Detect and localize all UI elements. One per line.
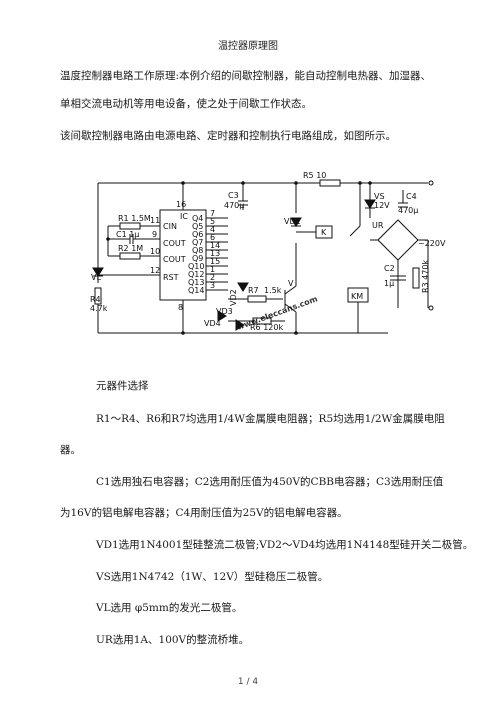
label-pin11: 11 [150, 216, 160, 225]
label-vd1: VD1 [284, 217, 301, 226]
label-c4: C4 [406, 192, 417, 201]
label-q10: Q10 [188, 262, 204, 271]
label-cout-2: COUT [163, 255, 186, 264]
label-vd2: VD2 [229, 289, 238, 306]
capacitor-line-1: C1选用独石电容器；C2选用耐压值为450V的CBB电容器；C3选用耐压值 [96, 476, 444, 488]
page-number: 1 / 4 [237, 677, 259, 687]
pin-13: 13 [210, 249, 220, 258]
label-r7-value: 1.5k [264, 286, 282, 295]
label-c1: C1 1μ [116, 230, 139, 239]
resistor-line-2: 器。 [60, 444, 81, 456]
label-c2: C2 [384, 264, 395, 273]
label-r7: R7 [248, 286, 259, 295]
label-vd3: VD3 [216, 307, 233, 316]
label-pin12: 12 [150, 266, 160, 275]
intro-line-1: 温度控制器电路工作原理:本例介绍的间歇控制器，能自动控制电热器、加湿器、 [60, 70, 432, 82]
label-ic: IC [180, 212, 188, 221]
page-title: 温控器原理图 [218, 41, 278, 52]
label-q5: Q5 [192, 222, 203, 231]
label-v: V [288, 279, 294, 288]
circuit-description: 该间歇控制器电路由电源电路、定时器和控制执行电路组成，如图所示。 [60, 130, 396, 142]
zener-line: VS选用1N4742（1W、12V）型硅稳压二极管。 [96, 571, 329, 583]
pin-7: 7 [210, 209, 215, 218]
label-vd4: VD4 [204, 319, 221, 328]
label-q4: Q4 [192, 214, 203, 223]
circuit-diagram: R5 10 C3 470μ IC 16 R1 1.5M 11 CIN C1 1μ… [90, 171, 446, 335]
label-q12: Q12 [188, 270, 204, 279]
pin-2: 2 [210, 273, 215, 282]
section-heading: 元器件选择 [96, 380, 149, 392]
pin-4: 4 [210, 225, 215, 234]
pin-15: 15 [210, 257, 220, 266]
label-r3: R3 470k [421, 260, 430, 293]
label-c3: C3 [228, 191, 239, 200]
label-q8: Q8 [192, 246, 203, 255]
label-ac-220v: ~220V [418, 239, 446, 248]
label-k: K [321, 228, 327, 237]
label-q14: Q14 [188, 286, 204, 295]
label-cin: CIN [163, 222, 177, 231]
label-q9: Q9 [192, 254, 203, 263]
label-r1: R1 1.5M [118, 214, 151, 223]
label-c4-value: 470μ [398, 206, 418, 215]
diode-line: VD1选用1N4001型硅整流二极管;VD2～VD4均选用1N4148型硅开关二… [96, 539, 474, 551]
label-q6: Q6 [192, 230, 203, 239]
label-r6: R6 120k [250, 323, 283, 332]
label-r4: R4 [90, 295, 101, 304]
resistor-line-1: R1～R4、R6和R7均选用1/4W金属膜电阻器；R5均选用1/2W金属膜电阻 [96, 413, 445, 425]
label-vl: VL [91, 273, 101, 282]
label-cout-1: COUT [163, 239, 186, 248]
pin-14: 14 [210, 241, 220, 250]
label-c3-value: 470μ [224, 201, 244, 210]
label-vs: VS [374, 192, 385, 201]
led-line: VL选用 φ5mm的发光二极管。 [96, 602, 243, 614]
label-r2: R2 1M [118, 244, 143, 253]
label-pin16: 16 [176, 200, 186, 209]
pin-5: 5 [210, 217, 215, 226]
label-q13: Q13 [188, 278, 204, 287]
label-vs-voltage: 12V [374, 201, 390, 210]
capacitor-line-2: 为16V的铝电解电容器；C4用耐压值为25V的铝电解电容器。 [60, 507, 348, 519]
pin-6: 6 [210, 233, 215, 242]
label-pin9: 9 [152, 230, 157, 239]
label-pin8: 8 [178, 303, 183, 312]
pin-1: 1 [210, 265, 215, 274]
label-c2-value: 1μ [384, 279, 394, 288]
bridge-line: UR选用1A、100V的整流桥堆。 [96, 634, 250, 646]
intro-line-2: 单相交流电动机等用电设备，使之处于间歇工作状态。 [60, 98, 312, 110]
label-pin10: 10 [150, 247, 160, 256]
label-r4-value: 4.7k [90, 304, 108, 313]
label-ur: UR [372, 221, 384, 230]
label-km: KM [351, 292, 363, 301]
label-rst: RST [163, 273, 179, 282]
pin-3: 3 [210, 281, 215, 290]
label-r5: R5 10 [303, 171, 326, 180]
label-q7: Q7 [192, 238, 203, 247]
